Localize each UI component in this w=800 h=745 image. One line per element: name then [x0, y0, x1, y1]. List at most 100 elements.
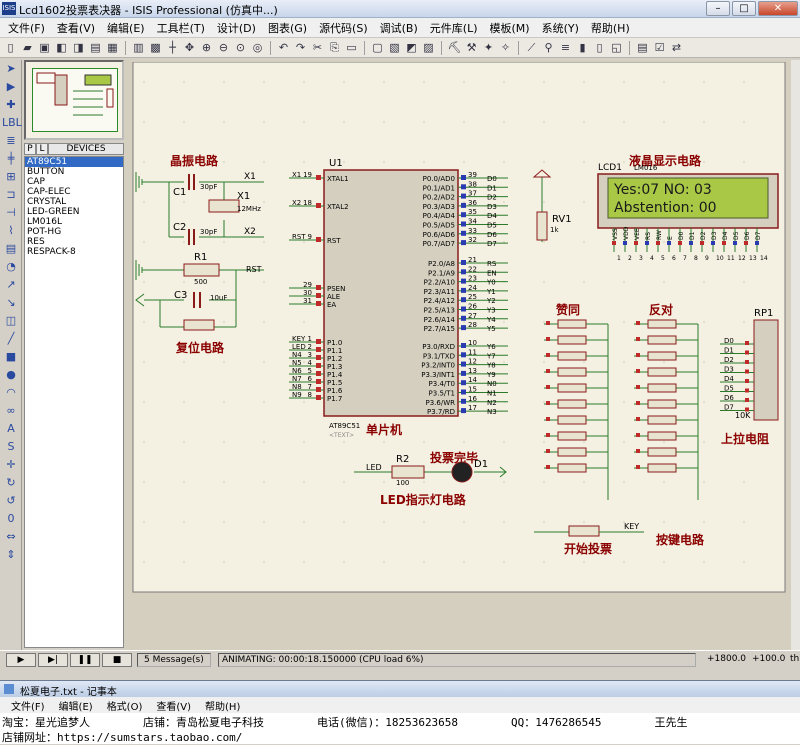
- zoom-out-icon[interactable]: ⊖: [218, 41, 229, 54]
- np-menu-view[interactable]: 查看(V): [156, 701, 192, 713]
- netlist-ares-icon[interactable]: ⇄: [671, 41, 682, 54]
- crystal-x1[interactable]: [208, 199, 240, 213]
- block-move-icon[interactable]: ▧: [389, 41, 400, 54]
- bus-icon[interactable]: ╪: [7, 152, 15, 165]
- text-script-icon[interactable]: ≣: [6, 134, 16, 147]
- terminal-icon[interactable]: ⊐: [6, 188, 16, 201]
- library-tab[interactable]: L: [36, 143, 48, 155]
- notepad-text[interactable]: 淘宝：星光追梦人 店铺：青岛松夏电子科技 电话(微信)：18253623658 …: [2, 715, 687, 745]
- bom-icon[interactable]: ▤: [637, 41, 648, 54]
- subcircuit-icon[interactable]: ⊞: [6, 170, 16, 183]
- vote-button[interactable]: [647, 431, 677, 441]
- capacitor-c2[interactable]: [188, 229, 195, 245]
- close-button[interactable]: ✕: [758, 1, 798, 16]
- vote-button[interactable]: [647, 335, 677, 345]
- grid-icon[interactable]: ▩: [150, 41, 161, 54]
- vote-button[interactable]: [647, 399, 677, 409]
- np-menu-help[interactable]: 帮助(H): [205, 701, 241, 713]
- save-icon[interactable]: ▣: [39, 41, 50, 54]
- vote-button[interactable]: [557, 447, 587, 457]
- graph-icon[interactable]: ⌇: [8, 224, 14, 237]
- wire-label-icon[interactable]: LBL: [2, 116, 22, 129]
- np-menu-format[interactable]: 格式(O): [106, 701, 143, 713]
- menu-design[interactable]: 设计(D): [216, 21, 256, 35]
- schematic-canvas[interactable]: 晶振电路 C1: [124, 60, 800, 650]
- make-device-icon[interactable]: ⚒: [466, 41, 477, 54]
- voltage-probe-icon[interactable]: ↗: [6, 278, 16, 291]
- resistor-r2[interactable]: [391, 465, 425, 479]
- cut-icon[interactable]: ✂: [312, 41, 323, 54]
- np-menu-file[interactable]: 文件(F): [11, 701, 45, 713]
- menu-graph[interactable]: 图表(G): [267, 21, 308, 35]
- path-icon[interactable]: ∞: [6, 404, 16, 417]
- menu-edit[interactable]: 编辑(E): [107, 21, 145, 35]
- rotate-ccw-icon[interactable]: ↺: [6, 494, 16, 507]
- maximize-button[interactable]: □: [732, 1, 756, 16]
- overview-panel[interactable]: [24, 60, 124, 140]
- origin-icon[interactable]: ┼: [169, 41, 176, 54]
- copy-icon[interactable]: ⎘: [330, 41, 339, 54]
- menu-file[interactable]: 文件(F): [8, 21, 45, 35]
- tape-icon[interactable]: ▤: [5, 242, 17, 255]
- menu-template[interactable]: 模板(M): [489, 21, 530, 35]
- export-icon[interactable]: ◨: [73, 41, 84, 54]
- undo-icon[interactable]: ↶: [278, 41, 289, 54]
- device-item[interactable]: CAP-ELEC: [27, 187, 71, 197]
- component-mode-icon[interactable]: ▶: [6, 80, 16, 93]
- zoom-to-child-icon[interactable]: ◱: [611, 41, 622, 54]
- menu-library[interactable]: 元件库(L): [429, 21, 478, 35]
- menu-help[interactable]: 帮助(H): [590, 21, 630, 35]
- mirror-x-icon[interactable]: ⇔: [6, 530, 16, 543]
- new-sheet-icon[interactable]: ▮: [579, 41, 586, 54]
- current-probe-icon[interactable]: ↘: [6, 296, 16, 309]
- pick-devices-tab[interactable]: P: [24, 143, 36, 155]
- device-item[interactable]: CAP: [27, 177, 45, 187]
- np-menu-edit[interactable]: 编辑(E): [58, 701, 93, 713]
- vote-button[interactable]: [647, 367, 677, 377]
- generator-icon[interactable]: ◔: [6, 260, 16, 273]
- vote-button[interactable]: [557, 319, 587, 329]
- zoom-all-icon[interactable]: ⊙: [235, 41, 246, 54]
- refresh-icon[interactable]: ▥: [133, 41, 144, 54]
- device-item[interactable]: RESPACK-8: [27, 247, 76, 257]
- box-icon[interactable]: ■: [5, 350, 17, 363]
- erc-icon[interactable]: ☑: [654, 41, 665, 54]
- capacitor-c3[interactable]: [193, 292, 201, 308]
- import-icon[interactable]: ◧: [56, 41, 67, 54]
- device-item[interactable]: LM016L: [27, 217, 62, 227]
- virtual-instrument-icon[interactable]: ◫: [5, 314, 17, 327]
- mcu-u1[interactable]: [323, 169, 459, 417]
- vote-button[interactable]: [647, 351, 677, 361]
- mirror-y-icon[interactable]: ⇕: [6, 548, 16, 561]
- vote-button[interactable]: [647, 447, 677, 457]
- rotation-angle-field[interactable]: 0: [7, 512, 15, 525]
- device-item[interactable]: LED-GREEN: [27, 207, 80, 217]
- potentiometer-rv1[interactable]: [532, 169, 552, 242]
- open-file-icon[interactable]: ▰: [23, 41, 32, 54]
- zoom-area-icon[interactable]: ◎: [252, 41, 263, 54]
- line-icon[interactable]: ╱: [7, 332, 15, 345]
- symbol-icon[interactable]: S: [7, 440, 15, 453]
- pause-button[interactable]: ❚❚: [70, 652, 100, 667]
- menu-source[interactable]: 源代码(S): [319, 21, 368, 35]
- device-item[interactable]: POT-HG: [27, 227, 62, 237]
- decompose-icon[interactable]: ✧: [500, 41, 511, 54]
- redo-icon[interactable]: ↷: [295, 41, 306, 54]
- minimize-button[interactable]: –: [706, 1, 730, 16]
- vote-button[interactable]: [557, 335, 587, 345]
- paste-icon[interactable]: ▭: [346, 41, 357, 54]
- text-icon[interactable]: A: [7, 422, 15, 435]
- circle-icon[interactable]: ●: [6, 368, 16, 381]
- wire-autoroute-icon[interactable]: ⟋: [527, 41, 536, 54]
- vote-button[interactable]: [557, 367, 587, 377]
- vote-button[interactable]: [557, 351, 587, 361]
- marker-icon[interactable]: ✛: [6, 458, 16, 471]
- play-button[interactable]: ▶: [6, 652, 36, 667]
- property-icon[interactable]: ≡: [560, 41, 571, 54]
- vote-button[interactable]: [557, 399, 587, 409]
- vote-button[interactable]: [647, 319, 677, 329]
- device-item[interactable]: BUTTON: [27, 167, 65, 177]
- block-copy-icon[interactable]: ▢: [372, 41, 383, 54]
- device-pin-icon[interactable]: ⊣: [6, 206, 16, 219]
- vote-button[interactable]: [557, 415, 587, 425]
